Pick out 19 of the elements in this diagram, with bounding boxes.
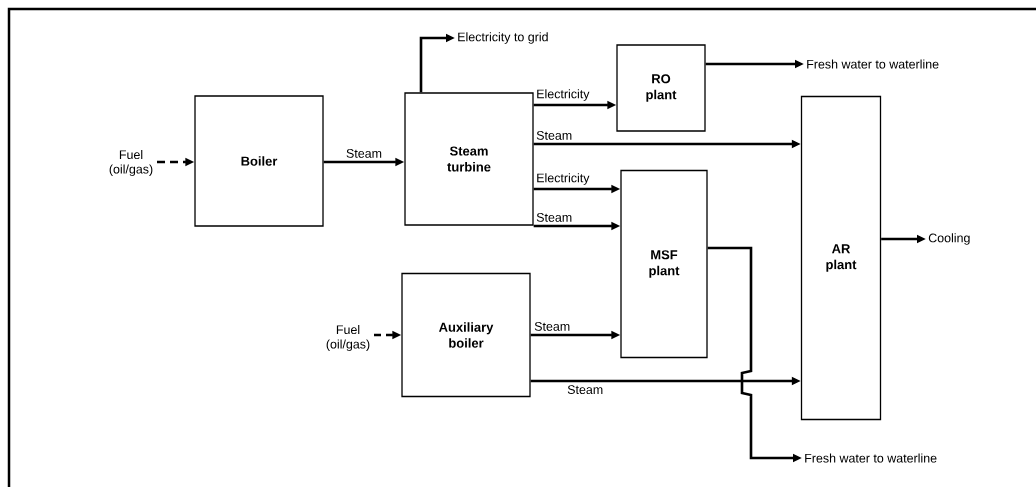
process-box: AR plant xyxy=(800,95,882,421)
process-box: MSF plant xyxy=(620,169,708,359)
flow-label: Cooling xyxy=(928,233,970,245)
edge-label: Steam xyxy=(533,321,572,332)
edge-label: Fuel (oil/gas) xyxy=(322,323,374,352)
edge-label: Electricity xyxy=(535,88,591,102)
edge-label: Steam xyxy=(535,130,574,141)
flow-label: Electricity to grid xyxy=(458,32,548,44)
flow-label: Fresh water to waterline xyxy=(807,59,939,69)
edge-label: Steam xyxy=(566,384,605,395)
process-box: Auxiliary boiler xyxy=(401,272,531,398)
process-box: RO plant xyxy=(616,44,706,132)
edge-label: Steam xyxy=(345,148,383,159)
flow-label: Fresh water to waterline xyxy=(805,453,937,463)
edge-label: Steam xyxy=(535,212,574,223)
process-box: Steam turbine xyxy=(404,92,534,226)
edge-label: Fuel (oil/gas) xyxy=(105,148,157,177)
process-box: Boiler xyxy=(194,95,324,227)
edge-label: Electricity xyxy=(535,172,591,186)
